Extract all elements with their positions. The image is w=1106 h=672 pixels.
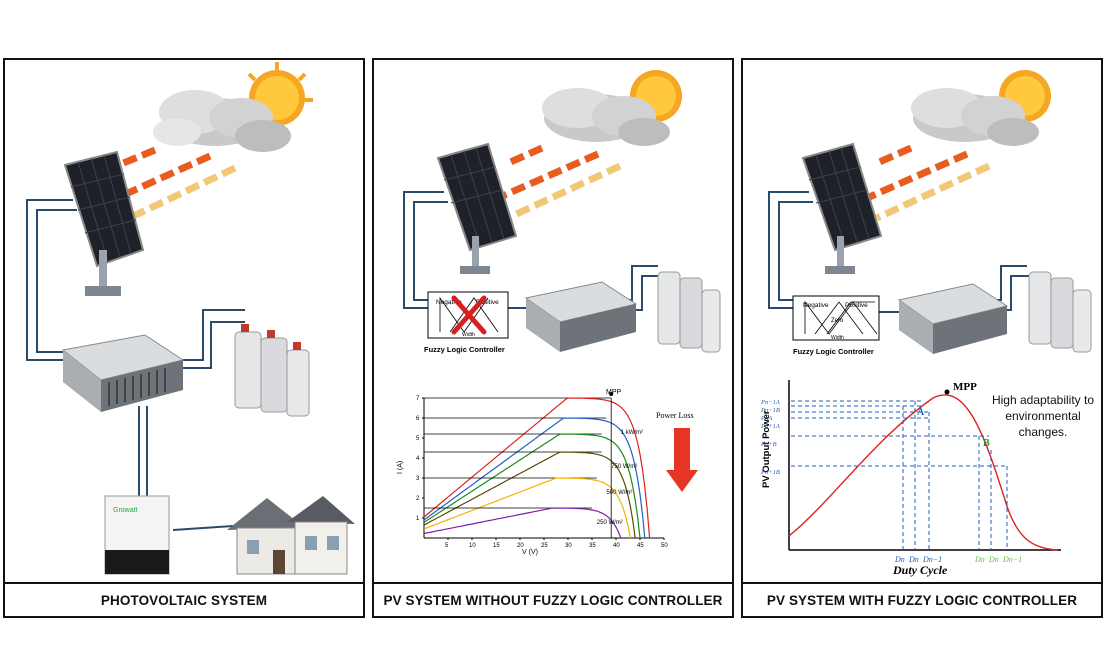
iv-irradiance-label: 250 W/m² [597, 520, 623, 526]
fuzzy-width-label: Width [831, 335, 844, 341]
y-tick-label: 6 [416, 416, 420, 422]
solar-panel-icon [63, 150, 145, 296]
adaptability-note: High adaptability to environmental chang… [991, 393, 1095, 439]
x-tick-label: 5 [445, 543, 449, 549]
iv-irradiance-label: 750 W/m² [611, 464, 637, 470]
power-curve [788, 394, 1058, 551]
sun-cloud-icon [911, 70, 1051, 146]
charge-controller-icon [524, 281, 638, 352]
iv-curve [423, 451, 636, 539]
duty-label: Dn−1 [1002, 555, 1022, 564]
y-tick-label: 5 [416, 436, 420, 442]
duty-label: Dn [894, 555, 905, 564]
pv-xlabel: Duty Cycle [892, 563, 948, 577]
x-tick-label: 25 [541, 543, 548, 549]
y-tick-label: 2 [416, 496, 420, 502]
iv-xlabel: V (V) [522, 549, 538, 556]
mpp-dot [944, 389, 950, 395]
x-tick-label: 45 [637, 543, 644, 549]
pv-without-fuzzy-illustration: Negative Positive Width Fuzzy Logic Cont… [403, 70, 721, 354]
sun-cloud-icon [153, 62, 313, 152]
fuzzy-positive-label: Positive [845, 302, 868, 309]
panel-title: PHOTOVOLTAIC SYSTEM [5, 582, 363, 616]
panel-with-fuzzy: Negative Positive Zero Width Fuzzy Logic… [741, 58, 1103, 618]
x-tick-label: 15 [493, 543, 500, 549]
duty-label: Dn [908, 555, 919, 564]
power-label: Pn−1A [760, 399, 780, 406]
solar-panel-icon [436, 142, 518, 274]
panel-without-fuzzy: Negative Positive Width Fuzzy Logic Cont… [372, 58, 734, 618]
sun-rays [496, 144, 622, 222]
fuzzy-width-label: Width [462, 332, 475, 338]
inverter-brand: Growatt [113, 507, 138, 514]
panel-title: PV SYSTEM WITHOUT FUZZY LOGIC CONTROLLER [374, 582, 732, 616]
sun-cloud-icon [542, 70, 682, 146]
iv-curve [423, 417, 646, 539]
charge-controller-icon [61, 334, 185, 412]
fuzzy-positive-label: Positive [476, 299, 499, 306]
fuzzy-caption: Fuzzy Logic Controller [793, 347, 874, 356]
sun-rays [115, 146, 237, 224]
power-label: Pn+1B [760, 469, 780, 476]
fuzzy-controller-disabled: Negative Positive Width Fuzzy Logic Cont… [424, 291, 509, 354]
house-icon [227, 496, 355, 575]
x-tick-label: 20 [517, 543, 524, 549]
charge-controller-icon [897, 283, 1009, 354]
pv-with-fuzzy-illustration: Negative Positive Zero Width Fuzzy Logic… [760, 70, 1092, 577]
power-label: PnA [760, 415, 772, 422]
iv-ylabel: I (A) [397, 461, 404, 474]
fuzzy-zero-label: Zero [831, 318, 844, 324]
duty-label: Dn [974, 555, 985, 564]
guide-lines [791, 400, 1008, 550]
x-tick-label: 30 [565, 543, 572, 549]
power-loss-label: Power Loss [656, 411, 694, 420]
x-tick-label: 10 [469, 543, 476, 549]
pv-power-chart: MPP A B PV Output Power Duty Cycle Pn−1A… [760, 380, 1061, 577]
x-tick-label: 40 [613, 543, 620, 549]
y-tick-label: 4 [416, 456, 420, 462]
y-tick-label: 3 [416, 476, 420, 482]
panel-photovoltaic-system: Growatt PHOTOVOLTAIC SYSTEM [3, 58, 365, 618]
pv-peak-label: MPP [953, 381, 977, 393]
iv-curve [423, 477, 631, 539]
iv-curve [423, 397, 651, 539]
power-loss-arrow-icon [666, 428, 698, 492]
power-label: Pn+B [760, 441, 777, 448]
iv-irradiance-label: 500 W/m² [606, 490, 632, 496]
fuzzy-negative-label: Negative [803, 302, 829, 309]
battery-bank-icon [657, 271, 721, 353]
inverter-icon: Growatt [104, 495, 170, 575]
wiring [768, 191, 1039, 313]
disabled-cross-icon [451, 295, 487, 335]
fuzzy-caption: Fuzzy Logic Controller [424, 345, 505, 354]
mpp-dot [609, 392, 614, 396]
solar-panel-icon [801, 142, 883, 274]
iv-irradiance-label: 1 kW/m² [621, 430, 643, 436]
point-a-label: A [917, 407, 925, 418]
y-tick-label: 1 [416, 516, 420, 522]
duty-label: Dn−1 [922, 555, 942, 564]
power-label: Pn+1A [760, 423, 780, 430]
point-b-label: B [983, 438, 990, 449]
pv-ylabel: PV Output Power [761, 410, 772, 488]
x-tick-label: 35 [589, 543, 596, 549]
fuzzy-controller-active: Negative Positive Zero Width Fuzzy Logic… [792, 295, 880, 356]
battery-bank-icon [234, 324, 310, 417]
fuzzy-negative-label: Negative [436, 299, 462, 306]
iv-peak-label: MPP [606, 389, 622, 396]
pv-system-illustration: Growatt [26, 62, 355, 575]
x-tick-label: 50 [661, 543, 668, 549]
panel-title: PV SYSTEM WITH FUZZY LOGIC CONTROLLER [743, 582, 1101, 616]
battery-bank-icon [1028, 271, 1092, 353]
power-label: Pn−1B [760, 407, 780, 414]
iv-curve [423, 507, 622, 539]
y-tick-label: 7 [416, 396, 420, 402]
sun-rays [865, 144, 991, 222]
duty-label: Dn [988, 555, 999, 564]
